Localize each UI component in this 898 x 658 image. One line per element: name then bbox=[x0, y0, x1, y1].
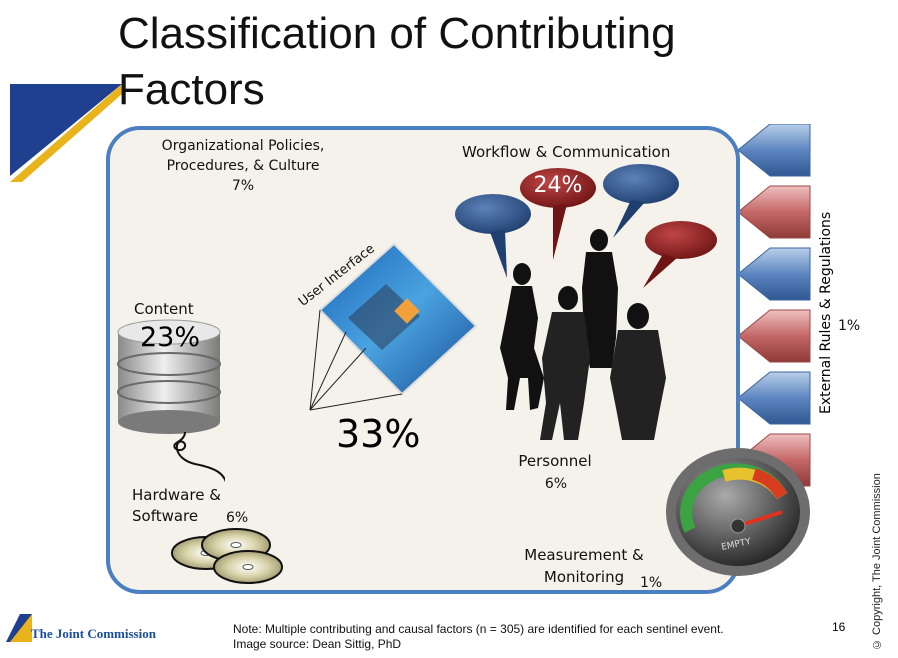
external-arrow-5 bbox=[737, 371, 811, 425]
external-arrow-2 bbox=[737, 185, 811, 239]
disc-icon bbox=[171, 528, 283, 584]
hardware-pct: 6% bbox=[226, 510, 249, 526]
footer-source-text: Image source: Dean Sittig, PhD bbox=[233, 637, 402, 651]
external-arrow-4 bbox=[737, 309, 811, 363]
people-silhouettes-icon bbox=[500, 229, 666, 440]
workflow-pct: 24% bbox=[533, 173, 583, 198]
workflow-label: Workflow & Communication bbox=[462, 143, 671, 161]
database-icon bbox=[117, 319, 225, 483]
slide-number: 16 bbox=[832, 620, 846, 634]
personnel-label: Personnel bbox=[518, 452, 592, 470]
external-label: External Rules & Regulations bbox=[818, 211, 834, 415]
footer-note: Note: Multiple contributing and causal f… bbox=[233, 622, 724, 652]
external-pct: 1% bbox=[838, 318, 861, 334]
footer-note-text: Note: Multiple contributing and causal f… bbox=[233, 622, 724, 636]
org-policies-label: Organizational Policies, Procedures, & C… bbox=[161, 138, 325, 174]
joint-commission-logo: The Joint Commission bbox=[31, 626, 156, 641]
corner-chevron-icon bbox=[10, 84, 122, 182]
content-label: Content bbox=[134, 300, 194, 318]
measurement-pct: 1% bbox=[640, 575, 663, 591]
measurement-label: Measurement & Monitoring bbox=[524, 546, 644, 586]
external-arrow-3 bbox=[737, 247, 811, 301]
external-arrows-icon bbox=[737, 124, 811, 487]
joint-commission-logo-icon bbox=[6, 614, 32, 642]
hardware-label: Hardware & Software bbox=[132, 486, 221, 525]
slide-title: Classification of Contributing Factors bbox=[118, 9, 676, 114]
copyright-text: © Copyright, The Joint Commission bbox=[871, 473, 883, 650]
content-pct: 23% bbox=[140, 322, 201, 353]
personnel-pct: 6% bbox=[544, 476, 568, 492]
external-arrow-1 bbox=[737, 124, 811, 177]
org-policies-pct: 7% bbox=[231, 178, 255, 194]
speech-bubbles-icon bbox=[455, 164, 717, 288]
windows-screen-icon bbox=[309, 242, 478, 411]
gauge-icon: EMPTY bbox=[666, 448, 810, 576]
user-interface-pct: 33% bbox=[336, 412, 421, 456]
